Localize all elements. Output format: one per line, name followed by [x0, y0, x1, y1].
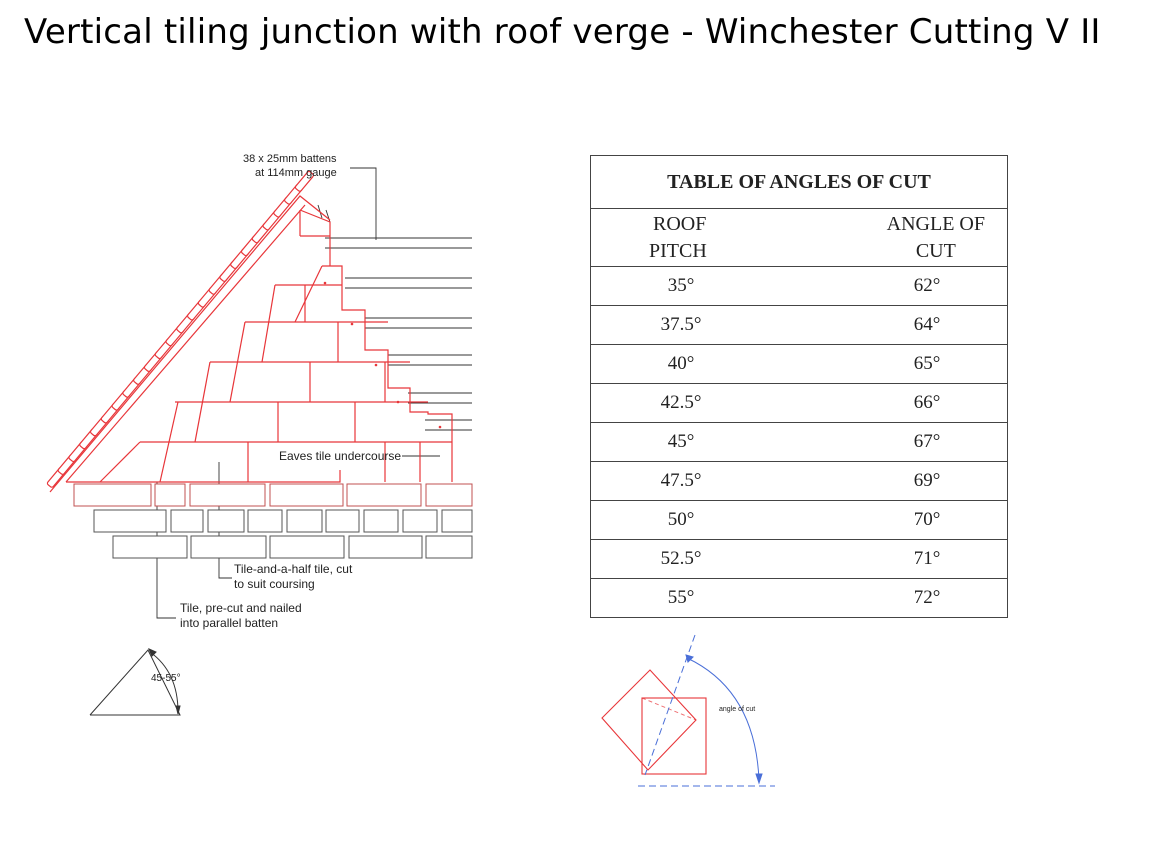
roof-pitch-header-line1: ROOF: [653, 213, 707, 235]
roof-pitch-cell: 35°: [667, 275, 695, 296]
angle-of-cut-cell: 66°: [913, 392, 941, 413]
angle-of-cut-cell: 72°: [913, 587, 941, 608]
roof-pitch-cell: 42.5°: [660, 392, 702, 413]
angle-of-cut-cell: 65°: [913, 353, 941, 374]
precut-tile-label: Tile, pre-cut and nailed into parallel b…: [180, 601, 302, 631]
eaves-label: Eaves tile undercourse: [279, 449, 402, 463]
battens-label: 38 x 25mm battens at 114mm gauge: [243, 152, 337, 180]
angle-of-cut-cell: 62°: [913, 275, 941, 296]
precut-tile-label-line2: into parallel batten: [180, 616, 279, 630]
roof-pitch-cell: 50°: [667, 509, 695, 530]
battens-label-line2: at 114mm gauge: [255, 167, 337, 179]
table-row: 35° 62°: [591, 267, 1007, 306]
roof-pitch-cell: 47.5°: [660, 470, 702, 491]
roof-pitch-cell: 52.5°: [660, 548, 702, 569]
battens-label-line1: 38 x 25mm battens: [243, 153, 337, 165]
angle-of-cut-cell: 70°: [913, 509, 941, 530]
wall-blocks: [73, 483, 473, 507]
angle-of-cut-cell: 64°: [913, 314, 941, 335]
table-row: 40° 65°: [591, 345, 1007, 384]
roof-pitch-cell: 55°: [667, 587, 695, 608]
table-row: 42.5° 66°: [591, 384, 1007, 423]
vertical-tiles: [66, 209, 453, 483]
page-title: Vertical tiling junction with roof verge…: [24, 12, 1101, 52]
slope-tile: [294, 170, 314, 192]
angle-of-cut-header: ANGLE OF CUT: [887, 211, 985, 265]
table-row: 52.5° 71°: [591, 540, 1007, 579]
angle-of-cut-diagram: [601, 634, 775, 787]
table-title: TABLE OF ANGLES OF CUT: [591, 156, 1007, 209]
table-row: 37.5° 64°: [591, 306, 1007, 345]
angle-of-cut-cell: 71°: [913, 548, 941, 569]
table-row: 55° 72°: [591, 579, 1007, 617]
angle-of-cut-cell: 67°: [913, 431, 941, 452]
table-row: 50° 70°: [591, 501, 1007, 540]
angle-of-cut-label: angle of cut: [719, 706, 756, 713]
precut-tile-label-line1: Tile, pre-cut and nailed: [180, 601, 302, 615]
tile-squares: [601, 669, 707, 775]
tile-and-a-half-label-line2: to suit coursing: [234, 577, 315, 591]
roof-pitch-cell: 37.5°: [660, 314, 702, 335]
nail-dots: [323, 281, 442, 429]
table-row: 45° 67°: [591, 423, 1007, 462]
verge-junction-drawing: [46, 167, 473, 716]
roof-pitch-header: ROOF PITCH: [649, 211, 707, 265]
table-row: 47.5° 69°: [591, 462, 1007, 501]
table-column-headers: ROOF PITCH ANGLE OF CUT: [591, 209, 1007, 267]
tile-and-a-half-label-line1: Tile-and-a-half tile, cut: [234, 562, 353, 576]
cut-guide-lines: [638, 634, 775, 787]
roof-slope-tiles: [46, 170, 331, 493]
pitch-angle-triangle: [89, 648, 181, 716]
roof-pitch-cell: 45°: [667, 431, 695, 452]
tile-and-a-half-label: Tile-and-a-half tile, cut to suit coursi…: [234, 562, 352, 592]
table-body: 35° 62° 37.5° 64° 40° 65° 42.5° 66° 45° 67° 47.5° 6…: [591, 267, 1007, 617]
roof-pitch-header-line2: PITCH: [649, 240, 707, 262]
angles-of-cut-table: TABLE OF ANGLES OF CUT ROOF PITCH ANGLE …: [590, 155, 1008, 618]
angle-of-cut-header-line1: ANGLE OF: [886, 213, 985, 235]
roof-pitch-cell: 40°: [667, 353, 695, 374]
angle-of-cut-header-line2: CUT: [915, 240, 956, 262]
pitch-range-label: 45-55°: [151, 673, 181, 684]
angle-of-cut-cell: 69°: [913, 470, 941, 491]
